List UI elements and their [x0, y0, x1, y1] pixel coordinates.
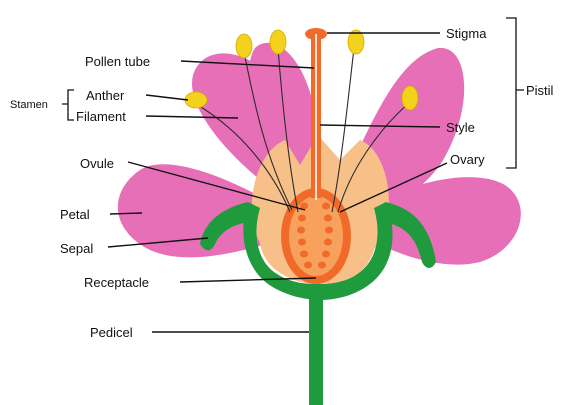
label-pistil: Pistil [526, 83, 554, 98]
stamen-bracket [62, 90, 74, 120]
label-filament: Filament [76, 109, 126, 124]
label-stigma: Stigma [446, 26, 487, 41]
label-sepal: Sepal [60, 241, 93, 256]
label-anther: Anther [86, 88, 125, 103]
pedicel-stem [309, 296, 323, 405]
pistil-bracket [506, 18, 524, 168]
label-ovule: Ovule [80, 156, 114, 171]
label-style: Style [446, 120, 475, 135]
label-petal: Petal [60, 207, 90, 222]
label-pollen-tube: Pollen tube [85, 54, 150, 69]
label-pedicel: Pedicel [90, 325, 133, 340]
label-stamen: Stamen [10, 99, 48, 111]
label-ovary: Ovary [450, 152, 485, 167]
label-receptacle: Receptacle [84, 275, 149, 290]
